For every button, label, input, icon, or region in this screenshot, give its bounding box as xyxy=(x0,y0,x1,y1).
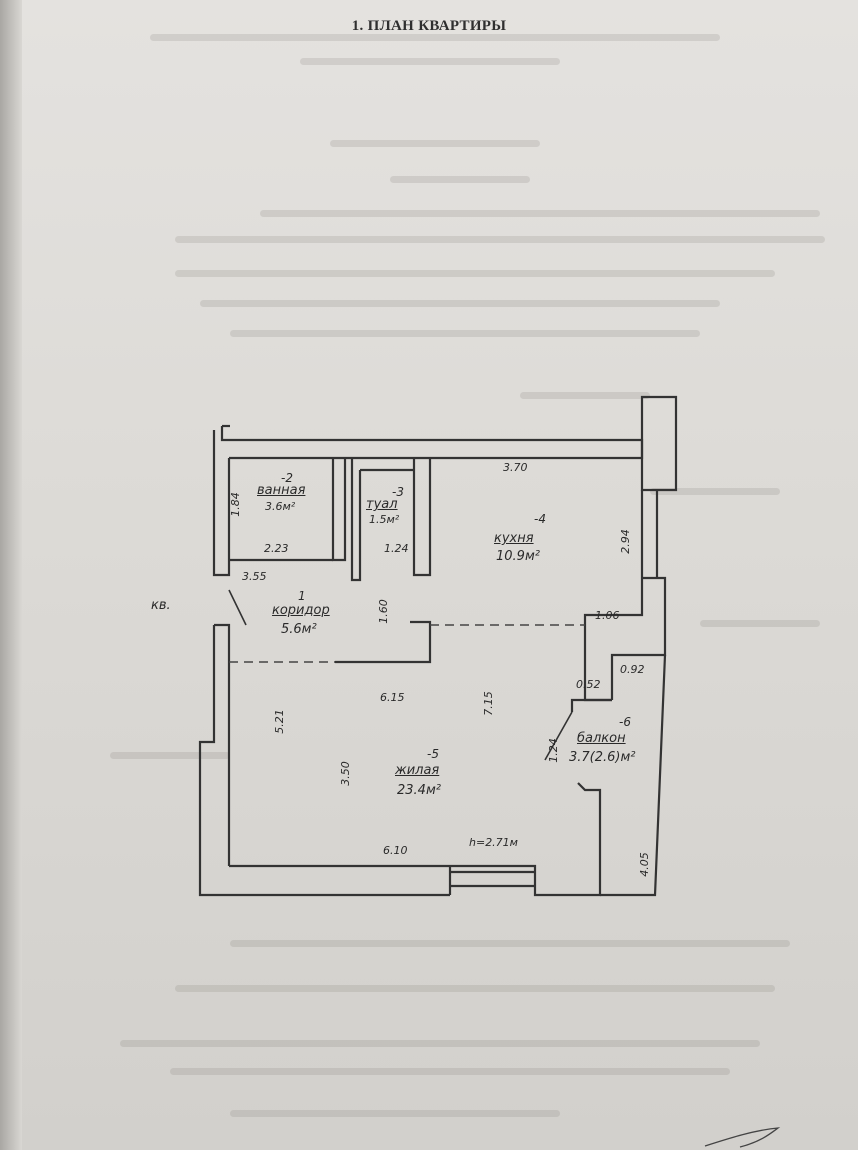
dim-kitchen-width: 3.70 xyxy=(503,461,528,474)
room-name: балкон xyxy=(577,731,626,746)
wall-bottom xyxy=(229,864,602,897)
room-area: 23.4м² xyxy=(397,783,441,798)
dim-balcony-length: 4.05 xyxy=(637,852,651,877)
dim-wc-width: 1.24 xyxy=(384,542,409,555)
dim-bath-width: 2.23 xyxy=(264,542,289,555)
signature-mark xyxy=(704,1127,781,1148)
dim-bath-height: 1.84 xyxy=(228,492,242,517)
dim-room-width-bottom: 6.10 xyxy=(383,844,408,857)
room-name: кухня xyxy=(494,531,534,546)
room-number: -4 xyxy=(534,512,546,526)
wall-left-lower xyxy=(198,623,450,897)
dim-room-inner: 3.50 xyxy=(338,761,352,786)
page-title: 1. ПЛАН КВАРТИРЫ xyxy=(351,18,507,34)
room-area: 1.5м² xyxy=(369,513,400,526)
dim-room-width-top: 6.15 xyxy=(380,691,405,704)
dim-balcony-a: 0.92 xyxy=(620,663,645,676)
wall-left-upper xyxy=(212,430,231,577)
wall-top xyxy=(220,426,644,460)
dim-room-mid: 7.15 xyxy=(481,691,495,716)
room-name: ванная xyxy=(257,483,306,498)
ceiling-height-label: h=2.71м xyxy=(469,836,518,849)
dim-kitchen-step: 1.06 xyxy=(595,609,620,622)
room-area: 3.6м² xyxy=(265,500,296,513)
balcony-inner-step xyxy=(570,698,612,712)
balcony-door-leaf xyxy=(544,711,573,761)
dim-hall-width: 1.60 xyxy=(376,599,390,624)
bath-right-wall xyxy=(331,458,347,562)
room-area: 5.6м² xyxy=(281,622,317,637)
dim-hall-length: 3.55 xyxy=(242,570,267,583)
wc-right-wall xyxy=(412,458,432,577)
room-number: -2 xyxy=(281,471,293,485)
wc-partition xyxy=(350,458,362,582)
kitchen-window xyxy=(640,490,659,578)
room-number: -3 xyxy=(392,485,404,499)
room-area: 3.7(2.6)м² xyxy=(569,750,636,765)
corridor-wall-right xyxy=(335,620,432,664)
room-number: -6 xyxy=(619,715,631,729)
page-margin-shadow xyxy=(0,0,22,1150)
room-area: 10.9м² xyxy=(496,549,540,564)
balcony-outer xyxy=(600,654,667,897)
room-name: туал xyxy=(366,497,398,512)
dim-kitchen-height: 2.94 xyxy=(618,529,632,554)
room-name: коридор xyxy=(272,603,330,618)
dim-room-left: 5.21 xyxy=(272,709,286,734)
kitchen-window-column xyxy=(640,395,678,492)
kitchen-right-wall xyxy=(610,576,667,700)
living-right-wall xyxy=(577,782,602,866)
room-window xyxy=(450,870,535,888)
entrance-label: кв. xyxy=(151,598,171,613)
room-number: -5 xyxy=(427,747,439,761)
dim-balcony-door: 1.24 xyxy=(546,738,560,763)
dim-balcony-b: 0.52 xyxy=(576,678,601,691)
room-name: жилая xyxy=(395,763,440,778)
entrance-door-leaf xyxy=(228,589,247,626)
room-number: 1 xyxy=(298,589,306,603)
